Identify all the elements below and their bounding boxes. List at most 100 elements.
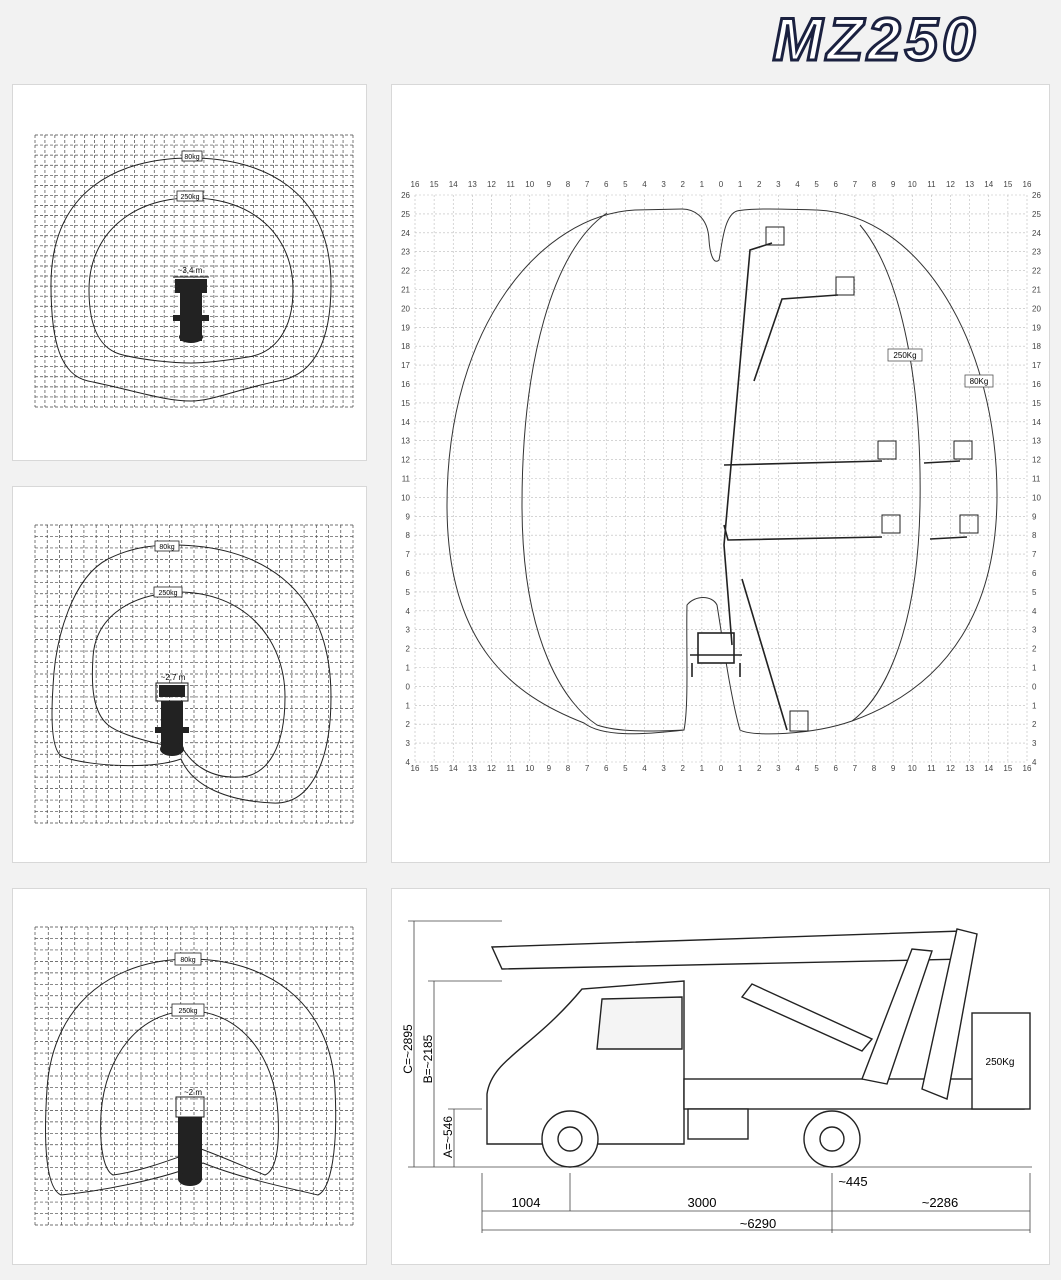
tick-label: 7 [406,550,411,559]
tick-label: 26 [1032,191,1041,200]
tick-label: 5 [406,588,411,597]
tick-label: 6 [1032,569,1037,578]
stabilizer-width-label: ~2,7 m [161,673,186,682]
tick-label: 14 [1032,418,1041,427]
boom-positions [690,226,979,732]
tick-label: 2 [681,764,686,773]
top-view-panel-medium: 80kg 250kg ~2,7 m [12,486,367,863]
tick-label: 10 [401,493,410,502]
tick-label: 22 [401,267,410,276]
tick-label: 19 [1032,323,1041,332]
top-view-panel-wide: 80kg 250kg ~3,4 m [12,84,367,461]
tick-label: 7 [853,764,858,773]
tick-label: 15 [430,180,439,189]
front-overhang-label: 1004 [512,1195,541,1210]
tick-label: 3 [1032,739,1037,748]
dim-a-label: A=~546 [441,1116,455,1158]
tick-label: 11 [927,764,936,773]
tick-label: 4 [406,607,411,616]
tick-label: 14 [449,180,458,189]
tick-label: 3 [661,764,666,773]
inner-load-label: 250Kg [893,351,916,360]
tick-label: 25 [401,210,410,219]
outer-load-label: 80kg [184,154,199,161]
tick-label: 8 [872,180,877,189]
tick-label: 9 [1032,512,1037,521]
tick-label: 11 [402,475,411,484]
tick-label: 13 [468,764,477,773]
tick-label: 20 [401,304,410,313]
tick-label: 5 [1032,588,1037,597]
tick-label: 14 [449,764,458,773]
tick-label: 16 [1023,764,1032,773]
tick-label: 13 [965,764,974,773]
tick-label: 3 [776,180,781,189]
tick-label: 1 [1032,701,1037,710]
tick-label: 8 [406,531,411,540]
truck-side-drawing [486,928,1031,1168]
top-view-panel-narrow: 80kg 250kg ~2 m [12,888,367,1265]
tick-label: 7 [585,180,590,189]
outer-envelope-80kg [45,958,337,1196]
tick-label: 15 [430,764,439,773]
tick-label: 8 [872,764,877,773]
tick-label: 13 [965,180,974,189]
tick-label: 13 [401,437,410,446]
tick-label: 21 [401,286,410,295]
tick-label: 25 [1032,210,1041,219]
tick-label: 3 [406,739,411,748]
outer-envelope-80kg [51,544,332,804]
grid [34,524,354,824]
tick-label: 16 [1032,380,1041,389]
tick-label: 23 [401,248,410,257]
stabilizer-width-label: ~3,4 m [178,266,203,275]
tick-label: 0 [406,682,411,691]
tick-label: 2 [681,180,686,189]
vehicle-dimensions-panel: C=~2895 B=~2185 A=~546 1004 3000 ~2286 ~… [391,888,1050,1265]
rear-overhang-label: ~2286 [922,1195,959,1210]
tick-label: 5 [623,764,628,773]
brand-logo: MZ250 [771,8,977,70]
tick-label: 9 [891,764,896,773]
tick-label: 2 [1032,645,1037,654]
y-axis-left-ticks: 2625242322212019181716151413121110987654… [401,191,410,767]
tick-label: 11 [927,180,936,189]
tick-label: 0 [719,180,724,189]
tick-label: 14 [401,418,410,427]
inner-envelope-250kg [91,591,286,778]
outer-envelope-80kg [446,208,998,735]
tick-label: 4 [406,758,411,767]
tick-label: 16 [411,764,420,773]
tick-label: 2 [406,720,411,729]
tick-label: 4 [642,180,647,189]
tick-label: 4 [1032,607,1037,616]
dim-c-label: C=~2895 [401,1024,415,1074]
tick-label: 5 [814,764,819,773]
grid [34,926,354,1226]
tick-label: 7 [853,180,858,189]
tick-label: 1 [1032,664,1037,673]
tick-label: 4 [795,764,800,773]
tick-label: 1 [700,764,705,773]
tick-label: 10 [1032,493,1041,502]
basket-load-label: 250Kg [986,1057,1015,1068]
tick-label: 6 [406,569,411,578]
offset-label: ~445 [838,1174,867,1189]
tick-label: 26 [401,191,410,200]
tick-label: 12 [401,456,410,465]
tick-label: 10 [525,180,534,189]
tick-label: 9 [406,512,411,521]
total-length-label: ~6290 [740,1216,777,1231]
vehicle-top-icon [175,1096,205,1186]
tick-label: 15 [1003,180,1012,189]
tick-label: 0 [719,764,724,773]
tick-label: 4 [795,180,800,189]
tick-label: 18 [1032,342,1041,351]
tick-label: 14 [984,180,993,189]
vehicle-top-icon [155,682,189,756]
tick-label: 18 [401,342,410,351]
tick-label: 11 [506,180,515,189]
